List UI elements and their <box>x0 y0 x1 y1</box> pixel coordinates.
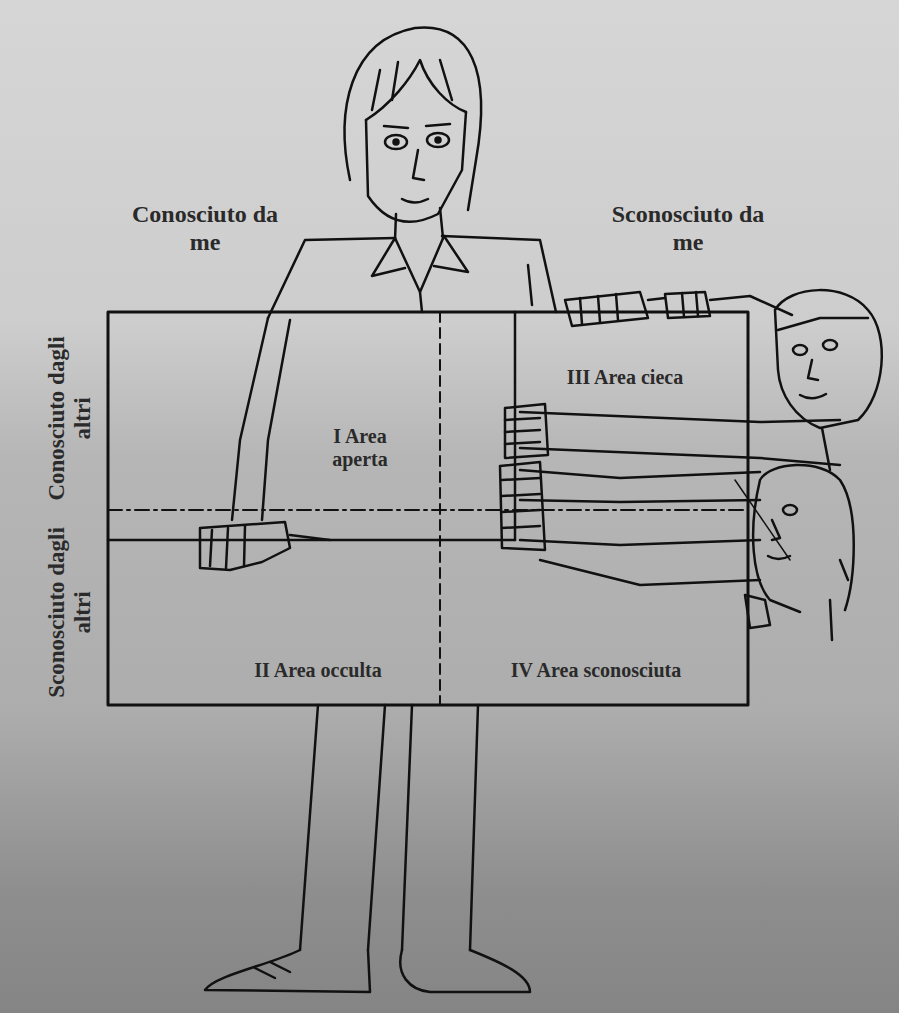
area-title: II Area occulta <box>203 659 433 682</box>
axis-label-vertical: Sconosciuto dagli altri <box>44 520 97 705</box>
area-title: IV Area sconosciuta <box>451 659 741 682</box>
area-title: I Area aperta <box>310 425 410 471</box>
johari-area: III Area cieca <box>521 364 729 391</box>
johari-area: IV Area sconosciuta <box>447 657 745 684</box>
axis-label: Sconosciuto da me <box>598 201 778 256</box>
axis-label-vertical: Conosciuto dagli altri <box>44 331 97 506</box>
johari-area: II Area occulta <box>199 657 437 684</box>
johari-area: I Area aperta <box>306 423 414 473</box>
axis-label: Conosciuto da me <box>130 201 280 256</box>
area-title: III Area cieca <box>525 366 725 389</box>
